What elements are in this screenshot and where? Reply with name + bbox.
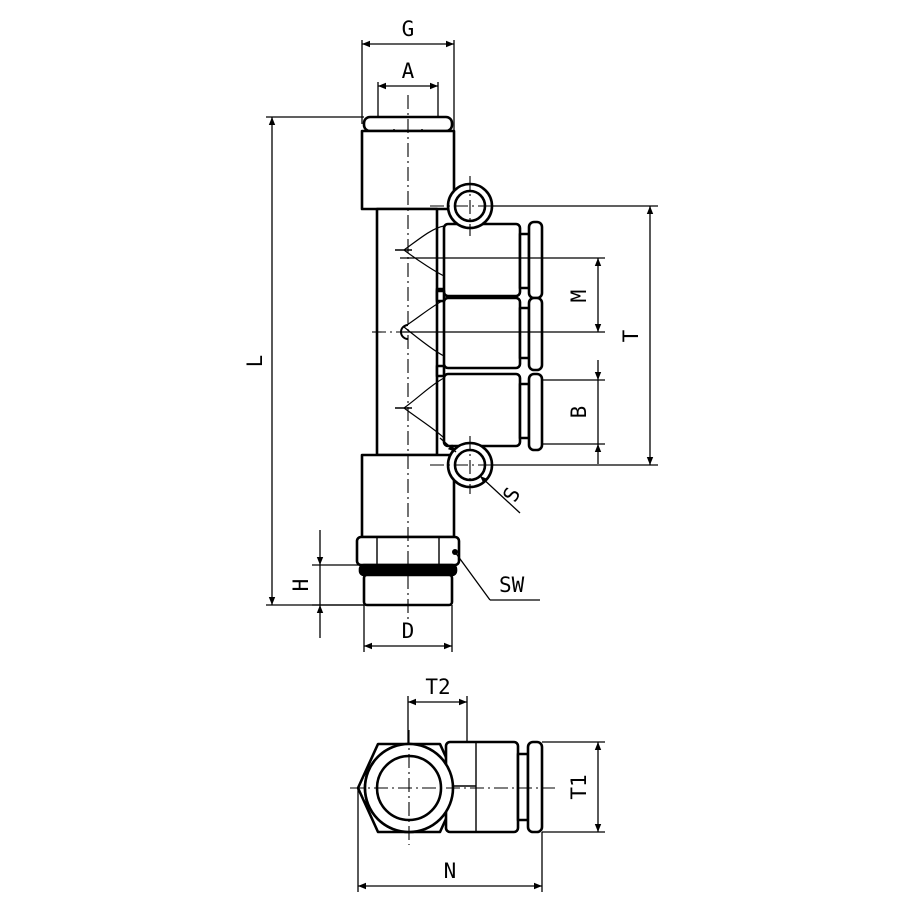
branch-outlet-1: [435, 220, 544, 301]
label-s: S: [498, 483, 525, 505]
branch-outlet-2: [435, 289, 544, 372]
label-h: H: [289, 579, 313, 592]
side-branch-body: [444, 740, 520, 834]
side-branch-collet: [526, 740, 544, 834]
label-d: D: [402, 619, 415, 643]
label-t: T: [619, 329, 643, 342]
label-sw: SW: [499, 573, 525, 597]
label-b: B: [567, 406, 591, 419]
label-t1: T1: [567, 774, 591, 799]
front-view: [355, 95, 544, 620]
label-l: L: [243, 355, 267, 368]
branch-outlet-3: [435, 364, 544, 452]
side-branch-neck: [516, 752, 530, 822]
top-view-dimensions: T2 T1 N: [357, 675, 605, 892]
label-n: N: [444, 859, 457, 883]
top-view: [350, 730, 555, 845]
label-m: M: [567, 290, 591, 303]
label-g: G: [402, 17, 415, 41]
label-t2: T2: [425, 675, 450, 699]
label-a: A: [402, 59, 415, 83]
